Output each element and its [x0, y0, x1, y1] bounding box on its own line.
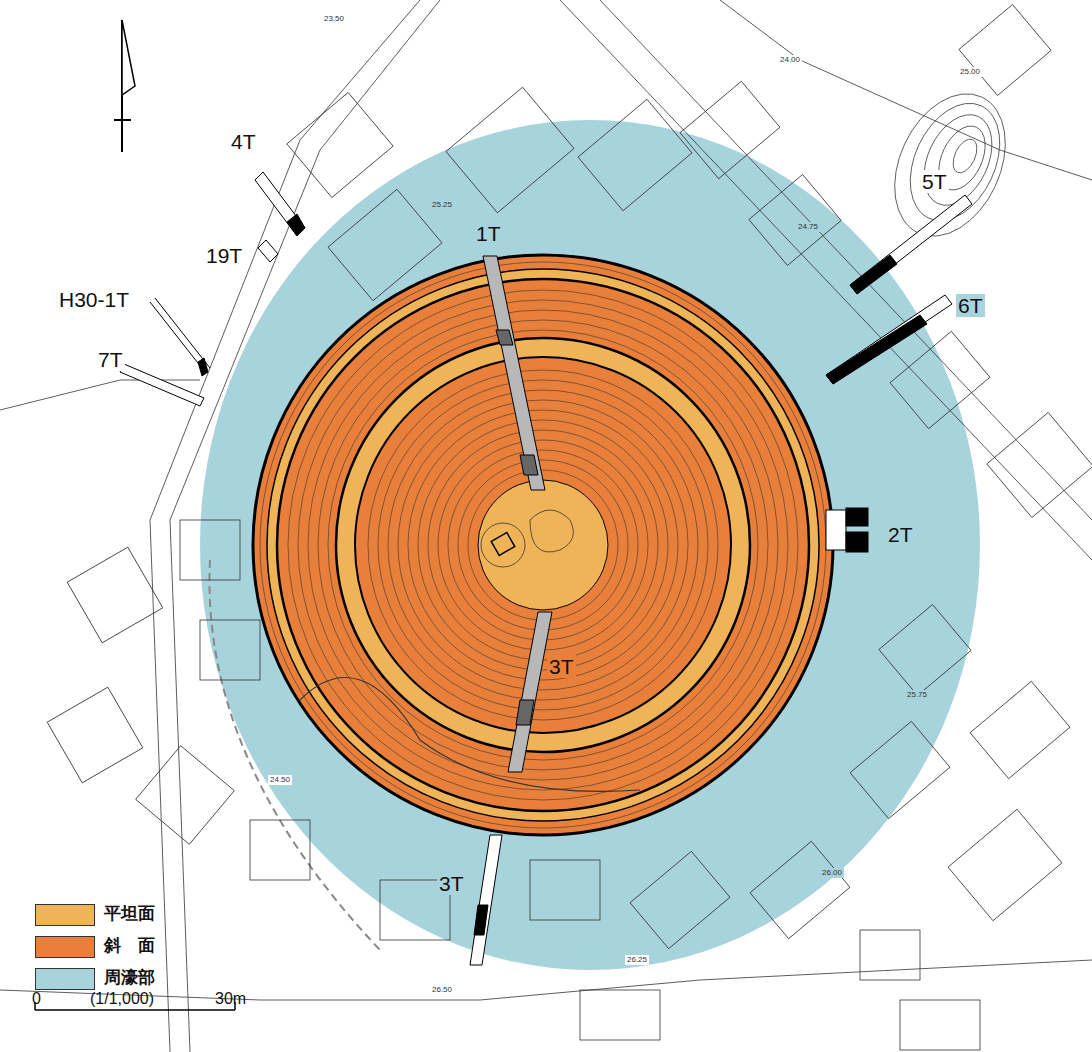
north-arrow	[114, 20, 135, 152]
contour-elevation: 24.00	[778, 55, 802, 65]
trench-label: 7T	[96, 348, 125, 371]
trench-label: 5T	[920, 170, 949, 193]
contour-elevation: 26.50	[430, 985, 454, 995]
contour-elevation: 26.00	[820, 868, 844, 878]
trenches	[120, 172, 972, 965]
scale-number: 0	[30, 990, 43, 1008]
contour-elevation: 25.25	[430, 200, 454, 210]
legend-swatch	[35, 904, 95, 926]
trench-label: 3T	[437, 872, 466, 895]
hillock-contours	[873, 76, 1027, 254]
contour-elevation: 25.75	[905, 690, 929, 700]
scale-number: 30m	[213, 990, 248, 1008]
contour-elevation: 24.75	[796, 222, 820, 232]
burial-mound	[253, 255, 833, 835]
contour-elevation: 25.00	[958, 67, 982, 77]
trench-label: 4T	[229, 130, 258, 153]
trench-label: 3T	[547, 655, 576, 678]
contour-elevation: 23.50	[322, 14, 346, 24]
trench-label: 2T	[886, 523, 915, 546]
trench-label: 1T	[474, 222, 503, 245]
building-outlines	[47, 5, 1092, 1050]
trench-label: 6T	[956, 294, 985, 317]
legend-swatch	[35, 968, 95, 990]
trench-label: H30-1T	[57, 288, 131, 311]
scale-ratio: (1/1,000)	[88, 990, 156, 1008]
contour-elevation: 26.25	[625, 955, 649, 965]
legend-text: 斜 面	[104, 937, 155, 954]
trench-label: 19T	[204, 244, 244, 267]
legend-swatch	[35, 936, 95, 958]
moat-area	[200, 120, 980, 970]
legend-text: 周濠部	[104, 969, 155, 986]
contour-elevation: 24.50	[268, 775, 292, 785]
legend-text: 平坦面	[104, 905, 155, 922]
